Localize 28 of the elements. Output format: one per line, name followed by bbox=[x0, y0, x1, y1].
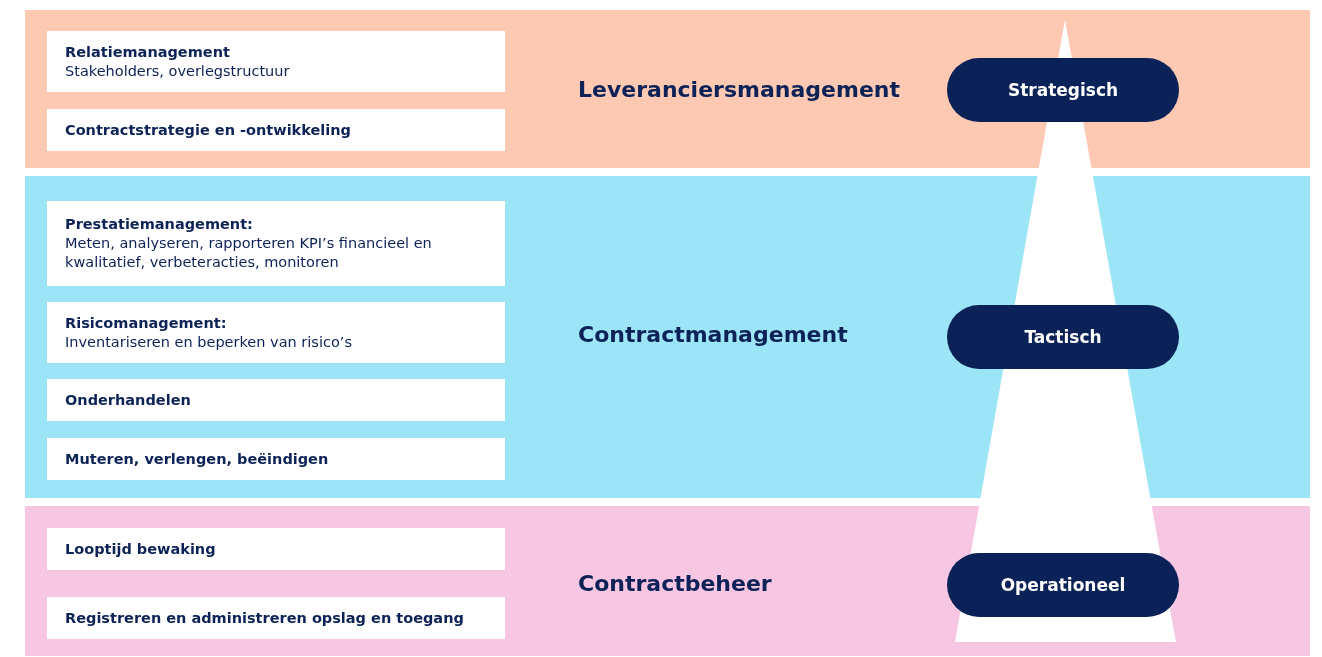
activity-title: Onderhandelen bbox=[65, 390, 192, 410]
level-heading: Contractmanagement bbox=[578, 321, 848, 347]
activity-box bbox=[47, 528, 505, 570]
activity-box bbox=[47, 201, 505, 286]
level-band bbox=[25, 176, 1310, 498]
activity-title: Relatiemanagement bbox=[65, 42, 231, 62]
activity-box bbox=[47, 379, 505, 421]
pill-label: Strategisch bbox=[1007, 80, 1119, 100]
activity-box bbox=[47, 302, 505, 363]
pill-label: Operationeel bbox=[1000, 575, 1126, 595]
level-band bbox=[25, 506, 1310, 656]
activity-title: Registreren en administreren opslag en toegang bbox=[65, 608, 465, 628]
activity-description: Stakeholders, overlegstructuur bbox=[65, 61, 291, 81]
activity-description: Meten, analyseren, rapporteren KPI’s financieel en kwalitatief, verbeteracties, monitoren bbox=[65, 234, 433, 272]
activity-title: Contractstrategie en -ontwikkeling bbox=[65, 120, 352, 140]
activity-title: Prestatiemanagement: bbox=[65, 215, 254, 235]
activity-box bbox=[47, 438, 505, 480]
level-heading: Leveranciersmanagement bbox=[578, 76, 900, 102]
level-band bbox=[25, 10, 1310, 168]
activity-title: Looptijd bewaking bbox=[65, 539, 217, 559]
level-heading: Contractbeheer bbox=[578, 570, 772, 596]
activity-title: Muteren, verlengen, beëindigen bbox=[65, 449, 330, 469]
activity-box bbox=[47, 597, 505, 639]
activity-box bbox=[47, 109, 505, 151]
activity-box bbox=[47, 31, 505, 92]
activity-description: Inventariseren en beperken van risico’s bbox=[65, 332, 353, 352]
pill-label: Tactisch bbox=[1024, 327, 1102, 347]
activity-title: Risicomanagement: bbox=[65, 313, 228, 333]
